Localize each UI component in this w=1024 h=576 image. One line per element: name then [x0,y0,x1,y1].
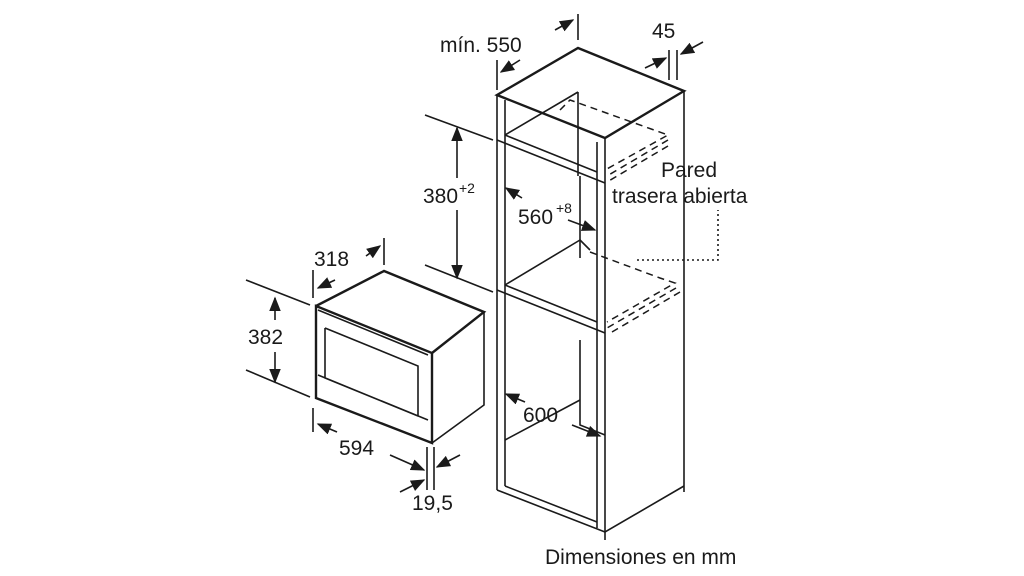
appliance-width-label: 594 [339,437,374,460]
tall-cabinet [494,46,719,540]
rear-wall-label-line1: Pared [661,159,717,182]
cabinet-width-label: 600 [523,404,558,427]
niche-width-label: 560 [518,206,553,229]
rear-gap-label: 45 [652,20,675,43]
front-thickness-label: 19,5 [412,492,453,515]
appliance-depth-label: 318 [314,248,349,271]
appliance-height-label: 382 [248,326,283,349]
cabinet-depth-label: mín. 550 [440,34,522,57]
rear-wall-label-line2: trasera abierta [612,185,748,208]
niche-height-label: 380 [423,185,458,208]
microwave-appliance [314,269,487,445]
niche-height-tolerance: +2 [459,180,475,196]
dimension-lines [245,14,704,493]
caption: Dimensiones en mm [545,546,736,569]
niche-width-tolerance: +8 [556,200,572,216]
